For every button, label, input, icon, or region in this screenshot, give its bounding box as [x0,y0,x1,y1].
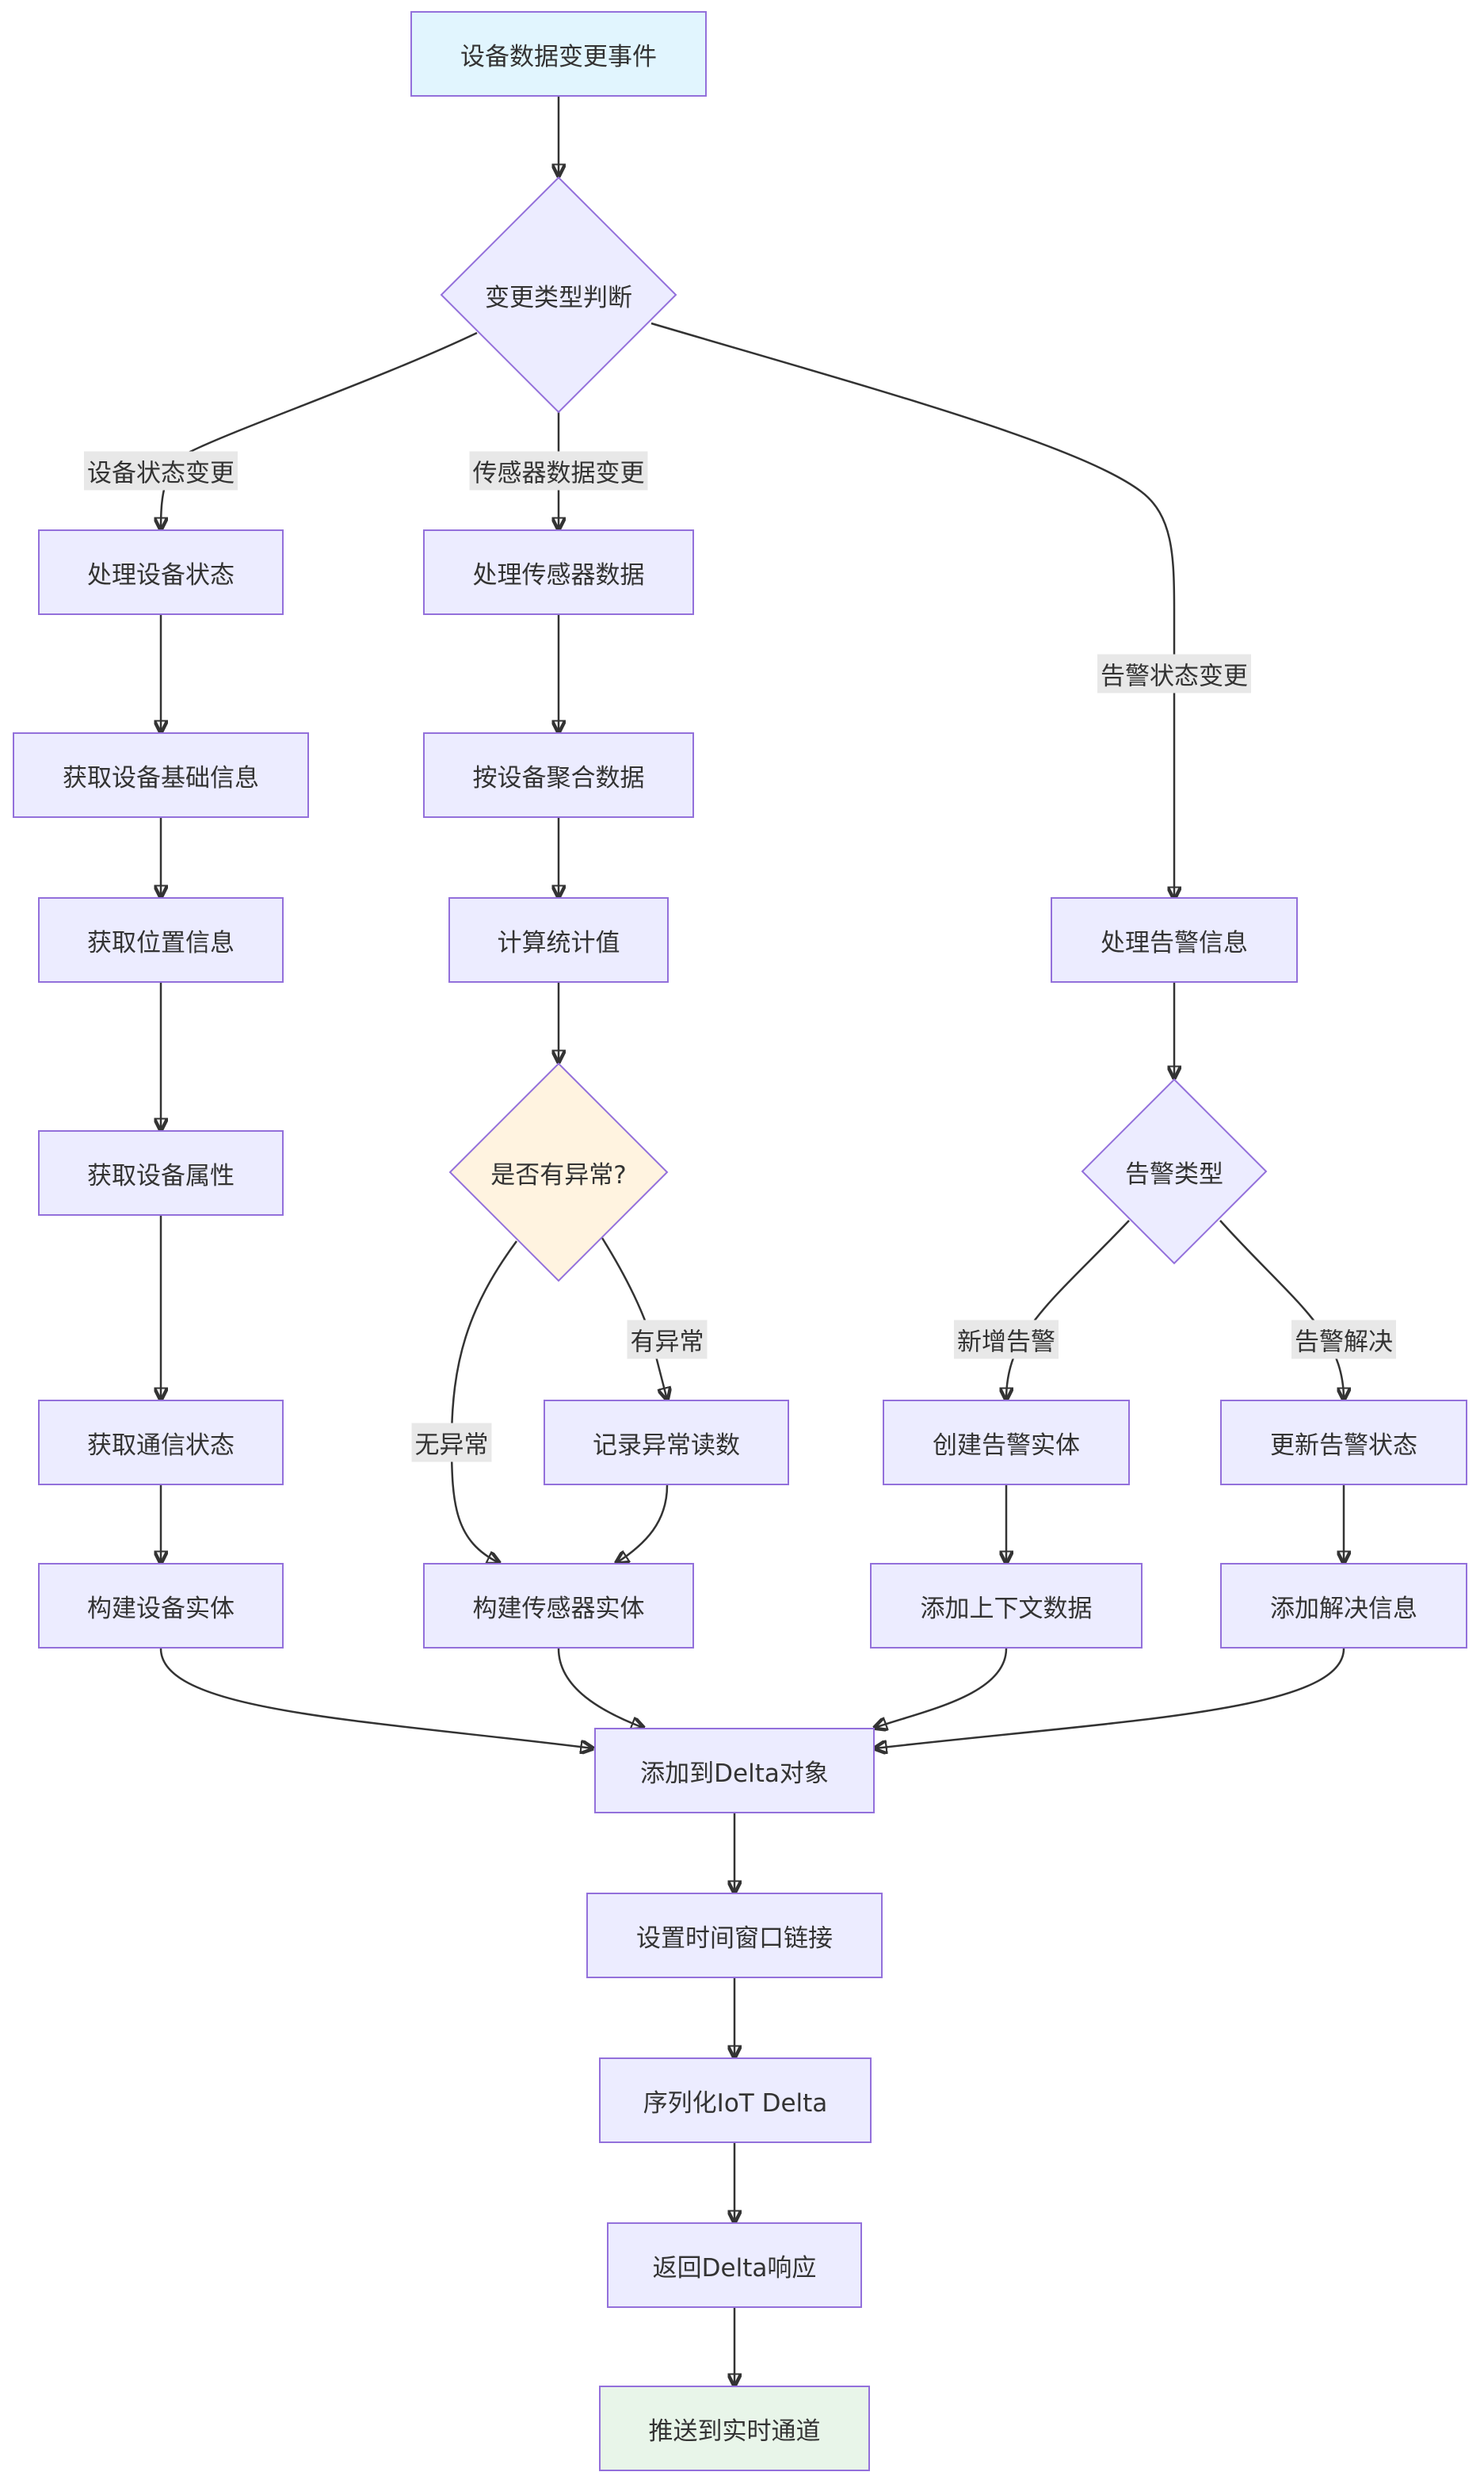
node-get-location-info: 获取位置信息 [38,897,284,983]
node-update-alert-status: 更新告警状态 [1220,1400,1467,1485]
edge-label-sensor-data-change: 传感器数据变更 [469,451,648,491]
edge-label-alert-status-change: 告警状态变更 [1097,654,1251,693]
edge-record-to-sensor-entity [616,1484,669,1563]
decision-is-anomaly-label: 是否有异常? [490,1160,627,1190]
edge-resolution-to-delta [875,1648,1345,1748]
node-process-sensor-data: 处理传感器数据 [423,529,694,615]
decision-is-anomaly: 是否有异常? [448,1062,669,1282]
node-create-alert-entity: 创建告警实体 [883,1400,1130,1485]
node-process-device-status: 处理设备状态 [38,529,284,615]
node-build-sensor-entity: 构建传感器实体 [423,1563,694,1649]
edge-label-has-anomaly: 有异常 [627,1320,708,1359]
edge-alert-type-to-update [1219,1220,1344,1400]
node-aggregate-by-device: 按设备聚合数据 [423,732,694,818]
node-get-device-base-info: 获取设备基础信息 [13,732,309,818]
node-push-realtime-channel: 推送到实时通道 [599,2386,870,2471]
node-process-alert-info: 处理告警信息 [1051,897,1298,983]
edge-sensor-entity-to-delta [557,1648,643,1728]
node-add-resolution-info: 添加解决信息 [1220,1563,1467,1649]
edge-device-entity-to-delta [159,1648,593,1748]
edge-label-no-anomaly: 无异常 [411,1423,492,1462]
node-add-context-data: 添加上下文数据 [870,1563,1143,1649]
node-build-device-entity: 构建设备实体 [38,1563,284,1649]
node-add-to-delta: 添加到Delta对象 [594,1728,875,1813]
node-start: 设备数据变更事件 [410,11,707,97]
decision-change-type: 变更类型判断 [440,176,677,414]
decision-is-anomaly-shape [448,1062,669,1282]
node-record-anomaly: 记录异常读数 [544,1400,789,1485]
node-set-time-window-link: 设置时间窗口链接 [586,1893,883,1978]
edge-anomaly-to-sensor-entity-no [450,1240,518,1563]
node-get-comm-status: 获取通信状态 [38,1400,284,1485]
edge-label-new-alert: 新增告警 [954,1320,1059,1359]
edge-label-device-status-change: 设备状态变更 [84,451,238,491]
edge-change-type-to-alert [650,322,1174,899]
decision-alert-type-shape [1081,1078,1268,1265]
decision-change-type-shape [440,176,677,414]
node-compute-stats: 计算统计值 [448,897,669,983]
node-return-delta-response: 返回Delta响应 [607,2222,862,2308]
node-get-device-attributes: 获取设备属性 [38,1130,284,1216]
edge-label-alert-resolved: 告警解决 [1291,1320,1396,1359]
edge-change-type-to-device-status [161,331,478,529]
node-serialize-iot-delta: 序列化IoT Delta [599,2057,872,2143]
edge-context-to-delta [875,1648,1008,1728]
decision-change-type-label: 变更类型判断 [485,283,632,312]
edge-alert-type-to-create [1006,1220,1130,1400]
decision-alert-type-label: 告警类型 [1125,1160,1223,1189]
decision-alert-type: 告警类型 [1081,1078,1268,1265]
